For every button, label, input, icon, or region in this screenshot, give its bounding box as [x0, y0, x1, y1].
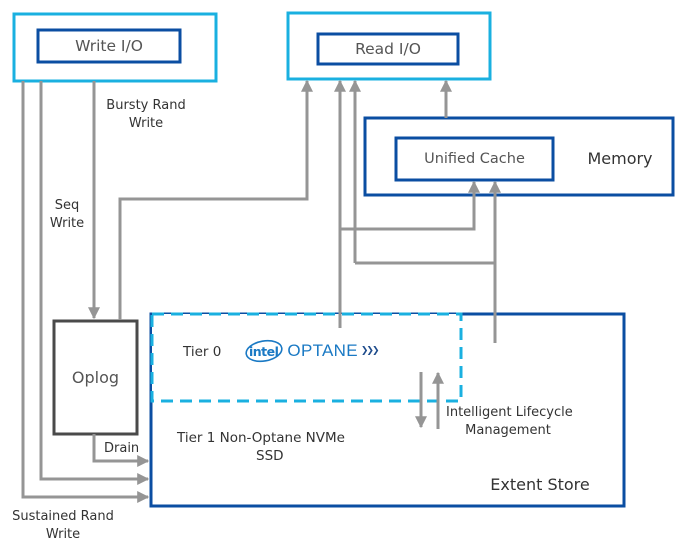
seq-label-line2: Write	[49, 216, 85, 231]
intel-logo-swoosh	[245, 339, 283, 363]
ilm-label-line2: Management	[465, 423, 551, 438]
sustained-label-line1: Sustained Rand	[12, 509, 114, 524]
tier0-to-cache-connector	[340, 180, 480, 231]
memory-label: Memory	[587, 148, 653, 168]
sustained-label-line2: Write	[45, 527, 81, 542]
optane-product-text: OPTANE	[287, 341, 358, 360]
intel-brand-text: intel	[249, 343, 279, 359]
ilm-label-line1: Intelligent Lifecycle	[446, 405, 573, 420]
tier0-label: Tier 0	[183, 344, 222, 360]
memory-box	[363, 116, 675, 197]
tier1-label-line2: SSD	[256, 448, 284, 464]
optane-chevrons-icon: ❯❯❯	[360, 346, 380, 356]
seq-write-connector	[39, 81, 150, 485]
unified-cache-box	[394, 136, 555, 182]
oplog-label: Oplog	[71, 367, 120, 387]
seq-write-label: Seq Write	[44, 197, 90, 233]
write-io-outer-box	[12, 12, 218, 83]
intel-optane-logo: intel OPTANE ❯❯❯	[246, 339, 380, 363]
seq-label-line1: Seq	[54, 198, 80, 213]
oplog-to-read-connector	[118, 79, 313, 320]
write-io-label: Write I/O	[75, 37, 143, 55]
bursty-label-line2: Write	[128, 116, 164, 131]
tier0-dashed-box	[150, 312, 463, 403]
bursty-rand-write-label: Bursty Rand Write	[96, 97, 196, 133]
extent-store-label: Extent Store	[490, 474, 590, 494]
oplog-box	[52, 319, 139, 436]
unified-cache-label: Unified Cache	[424, 151, 525, 167]
sustained-rand-write-label: Sustained Rand Write	[0, 508, 126, 544]
bursty-label-line1: Bursty Rand	[106, 98, 186, 113]
read-io-outer-box	[286, 11, 492, 81]
ilm-label: Intelligent Lifecycle Management	[446, 404, 573, 440]
drain-label: Drain	[104, 441, 140, 456]
sustained-rand-write-connector	[21, 81, 150, 503]
drain-connector	[92, 434, 150, 467]
read-io-label: Read I/O	[355, 40, 421, 58]
write-io-inner-box	[36, 28, 182, 64]
read-io-inner-box	[316, 32, 460, 66]
tier1-label-line1: Tier 1 Non-Optane NVMe	[177, 430, 345, 446]
